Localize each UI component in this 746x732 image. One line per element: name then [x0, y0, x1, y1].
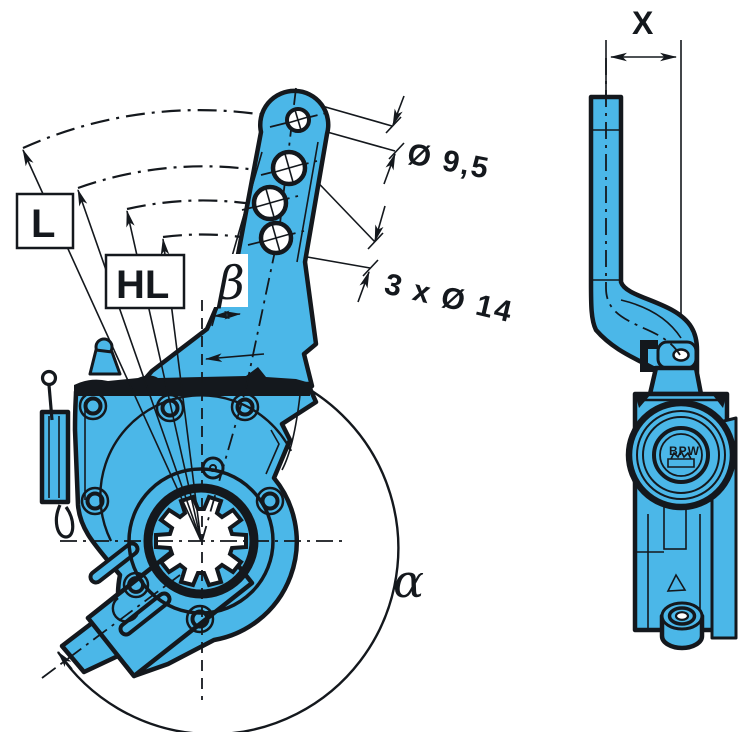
bolt — [230, 392, 260, 422]
cotter-pin — [40, 369, 75, 539]
cam-bushing — [659, 601, 705, 651]
side-view: X — [588, 5, 738, 651]
label-beta: β — [211, 254, 248, 310]
beta-dimension — [204, 310, 265, 362]
label-lever-length: L — [15, 192, 75, 250]
bolt — [255, 486, 285, 516]
x-dimension: X — [605, 5, 682, 350]
beta-text: β — [216, 256, 245, 310]
hole-large — [251, 184, 289, 222]
top-plate — [74, 367, 310, 396]
lever-length-text: L — [31, 202, 55, 246]
label-large-holes: 3 x Ø 14 — [381, 268, 516, 330]
alpha-arc — [57, 370, 400, 732]
label-x: X — [632, 5, 654, 41]
arm-holes — [251, 107, 311, 256]
bolt — [80, 486, 110, 516]
label-hand-lever: HL — [104, 253, 186, 310]
adjuster-cap: BPW — [625, 399, 737, 511]
label-small-hole-dia: Ø 9,5 — [405, 137, 493, 185]
neck — [647, 365, 704, 397]
lever-arm — [127, 88, 331, 399]
hole-large — [270, 149, 308, 187]
housing-bolts — [78, 391, 285, 634]
anchor-bracket — [39, 369, 75, 539]
grease-nipple — [88, 337, 122, 376]
front-view: β L HL α Ø 9,5 3 x Ø 14 — [15, 87, 517, 732]
side-centerline — [605, 58, 681, 356]
hand-lever-text: HL — [116, 263, 169, 307]
bolt — [185, 604, 215, 634]
label-alpha: α — [393, 554, 424, 608]
hole-large — [258, 220, 294, 256]
bolt — [78, 391, 108, 421]
hole-small — [285, 107, 311, 133]
